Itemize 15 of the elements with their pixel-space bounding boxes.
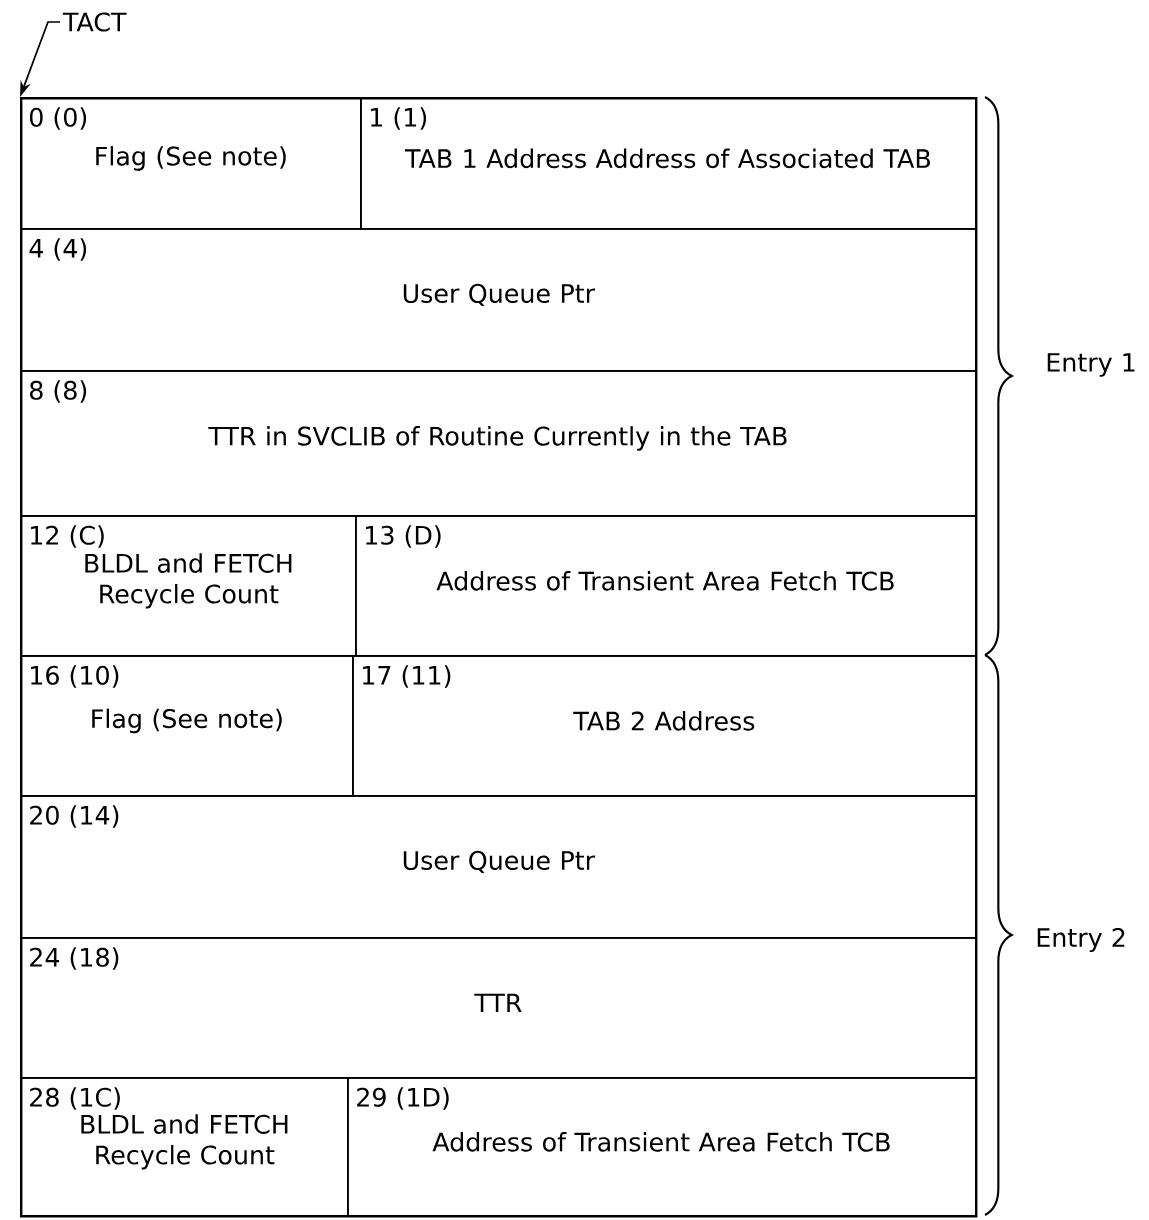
- table-cell: 0 (0) Flag (See note): [20, 97, 362, 230]
- table-cell: 17 (11) TAB 2 Address: [352, 655, 977, 797]
- table-cell: 16 (10) Flag (See note): [20, 655, 354, 797]
- brace-label: Entry 1: [1047, 353, 1135, 377]
- table-cell: 20 (14) User Queue Ptr: [20, 795, 977, 939]
- table-name: TACT: [62, 12, 127, 32]
- table-cell: 4 (4) User Queue Ptr: [20, 228, 977, 372]
- table-cell: 13 (D) Address of Transient Area Fetch TCB: [355, 515, 977, 657]
- table-cell: 24 (18) TTR: [20, 937, 977, 1079]
- table-cell: 1 (1) TAB 1 Address Address of Associated TAB: [360, 97, 977, 230]
- table-cell: 28 (1C) BLDL and FETCH Recycle Count: [20, 1077, 349, 1217]
- table-cell: 29 (1D) Address of Transient Area Fetch TCB: [347, 1077, 977, 1217]
- table-cell: 12 (C) BLDL and FETCH Recycle Count: [20, 515, 357, 657]
- brace-label: Entry 2: [1037, 928, 1125, 953]
- table-cell: 8 (8) TTR in SVCLIB of Routine Currently in the TAB: [20, 370, 977, 517]
